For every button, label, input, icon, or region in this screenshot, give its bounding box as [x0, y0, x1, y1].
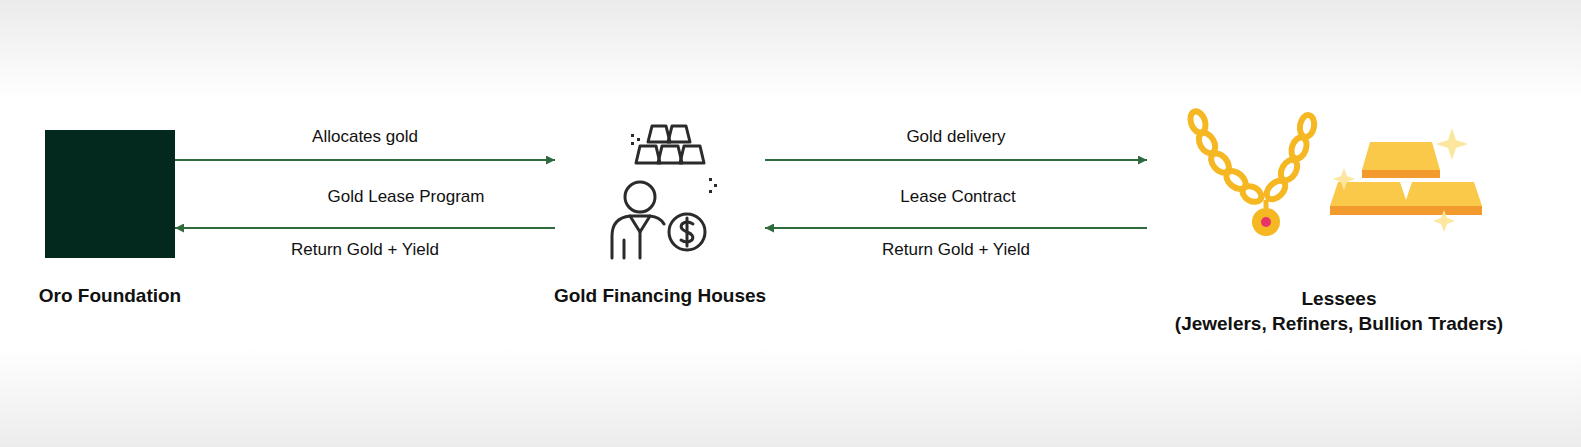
- necklace-icon: [1188, 109, 1316, 205]
- node-label: (Jewelers, Refiners, Bullion Traders): [1175, 311, 1503, 336]
- gold-bars-icon: [1330, 142, 1482, 215]
- pendant-gem: [1261, 217, 1271, 227]
- node-caption: Oro Foundation: [39, 283, 181, 308]
- background-band: [0, 346, 1581, 447]
- node-label: Oro Foundation: [39, 283, 181, 308]
- icon-group: Lessees(Jewelers, Refiners, Bullion Trad…: [1147, 110, 1531, 240]
- flow-arrow: [175, 227, 555, 229]
- edge-label: Return Gold + Yield: [288, 240, 442, 260]
- pendant: [1252, 208, 1280, 236]
- node-label: Lessees: [1175, 286, 1503, 311]
- node-label: Gold Financing Houses: [554, 283, 766, 308]
- flow-note: Gold Lease Program: [325, 187, 488, 207]
- logo-box: Oro Foundation: [45, 130, 175, 258]
- sparkle-icon: [1333, 128, 1468, 232]
- edge-label: Gold delivery: [903, 127, 1008, 147]
- node-caption: Lessees(Jewelers, Refiners, Bullion Trad…: [1175, 286, 1503, 336]
- edge-label: Allocates gold: [309, 127, 421, 147]
- flow-arrow: [175, 159, 555, 161]
- flow-arrow: [765, 227, 1147, 229]
- icon-group: Gold Financing Houses: [555, 120, 765, 260]
- node-caption: Gold Financing Houses: [554, 283, 766, 308]
- background-band: [0, 0, 1581, 100]
- sparkle-icon: [631, 134, 717, 193]
- background-band: [0, 98, 1581, 348]
- flow-note: Lease Contract: [897, 187, 1018, 207]
- flow-arrow: [765, 159, 1147, 161]
- financier-icon: [612, 126, 705, 258]
- edge-label: Return Gold + Yield: [879, 240, 1033, 260]
- pendant-link: [1264, 200, 1269, 208]
